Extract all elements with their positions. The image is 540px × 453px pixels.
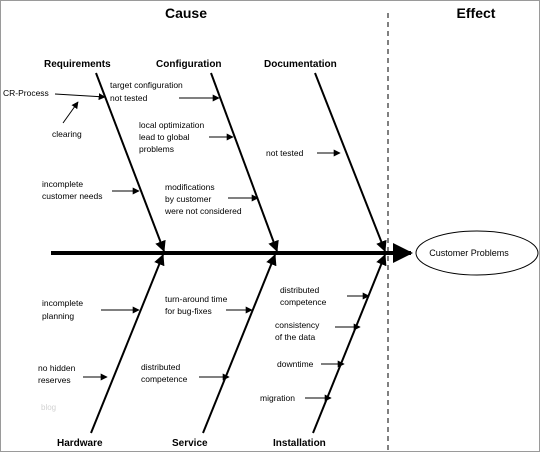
category-requirements: Requirements: [44, 59, 111, 70]
bone-documentation: [314, 72, 387, 253]
category-installation: Installation: [273, 438, 326, 449]
cause-modifications-line3: were not considered: [164, 206, 242, 216]
cause-cr-process: CR-Process: [3, 88, 49, 98]
effect-header: Effect: [457, 5, 496, 21]
bone-installation: [312, 253, 387, 434]
cause-no-hidden-line1: no hidden: [38, 363, 76, 373]
bone-requirements: [95, 72, 166, 253]
arrow-clearing: [62, 101, 79, 124]
cause-local-opt-line1: local optimization: [139, 120, 204, 130]
cause-downtime: downtime: [277, 359, 314, 369]
cause-local-opt-line2: lead to global: [139, 132, 190, 142]
cause-incomplete-needs-line1: incomplete: [42, 179, 83, 189]
cause-modifications-line2: by customer: [165, 194, 211, 204]
cause-incomplete-needs-line2: customer needs: [42, 191, 102, 201]
category-configuration: Configuration: [156, 59, 222, 70]
cause-migration: migration: [260, 393, 295, 403]
cause-distributed-inst-line2: competence: [280, 297, 327, 307]
cause-target-config-line2: not tested: [110, 93, 148, 103]
cause-not-tested: not tested: [266, 148, 304, 158]
cause-incomplete-planning-line1: incomplete: [42, 298, 83, 308]
bone-hardware: [90, 253, 165, 434]
cause-distributed-inst-line1: distributed: [280, 285, 319, 295]
watermark-text: blog: [41, 403, 56, 412]
cause-distributed-serv-line2: competence: [141, 374, 188, 384]
category-documentation: Documentation: [264, 59, 337, 70]
cause-no-hidden-line2: reserves: [38, 375, 71, 385]
arrow-cr-process: [54, 93, 106, 101]
cause-turnaround-line1: turn-around time: [165, 294, 228, 304]
cause-header: Cause: [165, 5, 207, 21]
bone-configuration: [210, 72, 279, 253]
cause-clearing: clearing: [52, 129, 82, 139]
category-hardware: Hardware: [57, 438, 103, 449]
category-service: Service: [172, 438, 208, 449]
cause-consistency-line2: of the data: [275, 332, 315, 342]
cause-target-config-line1: target configuration: [110, 80, 183, 90]
cause-distributed-serv-line1: distributed: [141, 362, 180, 372]
cause-modifications-line1: modifications: [165, 182, 215, 192]
effect-label: Customer Problems: [429, 248, 509, 258]
cause-consistency-line1: consistency: [275, 320, 320, 330]
effect-ellipse: [415, 230, 539, 276]
cause-local-opt-line3: problems: [139, 144, 174, 154]
bone-service: [202, 253, 277, 434]
cause-incomplete-planning-line2: planning: [42, 311, 74, 321]
cause-turnaround-line2: for bug-fixes: [165, 306, 212, 316]
